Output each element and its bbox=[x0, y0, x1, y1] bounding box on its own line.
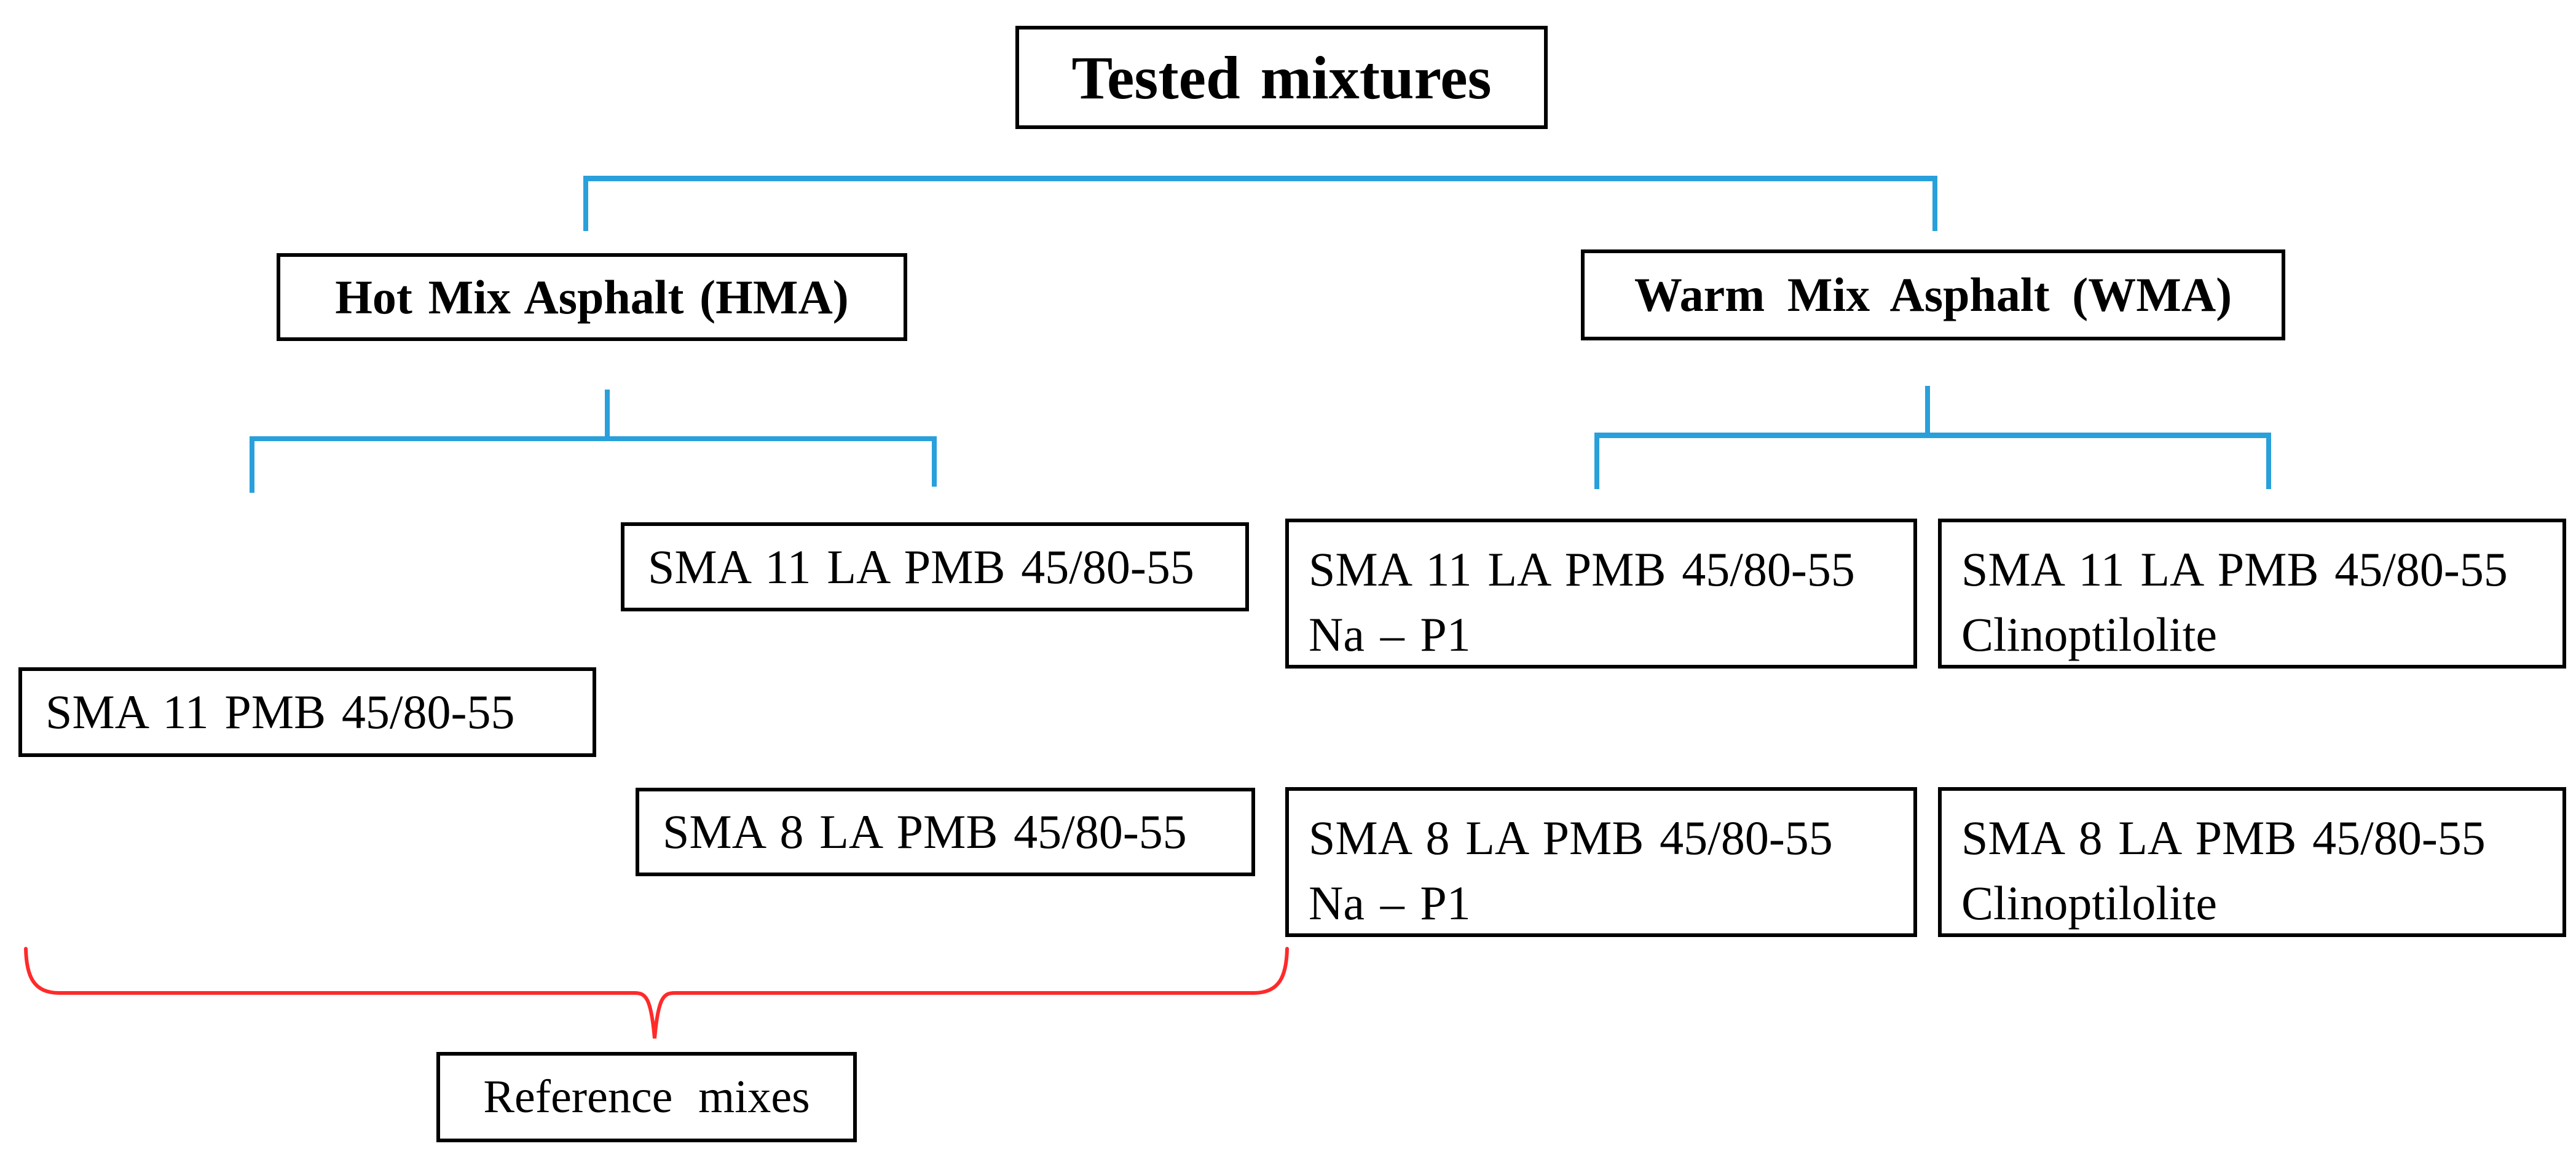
hma-bracket-horizontal-connector bbox=[250, 436, 937, 441]
branch-label-hma: Hot Mix Asphalt (HMA) bbox=[335, 270, 849, 324]
node-label: SMA 11 LA PMB 45/80-55 bbox=[648, 539, 1194, 594]
node-wma-sma11-la-pmb-clinoptilolite: SMA 11 LA PMB 45/80-55 Clinoptilolite bbox=[1938, 519, 2566, 669]
hma-bracket-right-drop-connector bbox=[932, 437, 937, 487]
top-bracket-left-drop-connector bbox=[583, 177, 588, 231]
node-label: SMA 11 PMB 45/80-55 bbox=[45, 685, 515, 739]
node-label-line1: SMA 11 LA PMB 45/80-55 bbox=[1961, 543, 2508, 596]
branch-label-wma: Warm Mix Asphalt (WMA) bbox=[1634, 268, 2232, 321]
branch-box-wma: Warm Mix Asphalt (WMA) bbox=[1581, 249, 2285, 340]
hma-bracket-left-drop-connector bbox=[250, 440, 254, 493]
top-bracket-horizontal-connector bbox=[583, 176, 1937, 181]
hma-bracket-stem-connector bbox=[605, 390, 610, 439]
node-wma-sma11-la-pmb-na-p1: SMA 11 LA PMB 45/80-55 Na – P1 bbox=[1285, 519, 1917, 669]
wma-bracket-right-drop-connector bbox=[2266, 435, 2271, 489]
reference-mixes-box: Reference mixes bbox=[436, 1052, 857, 1142]
wma-bracket-stem-connector bbox=[1925, 386, 1930, 435]
node-label-line1: SMA 11 LA PMB 45/80-55 bbox=[1309, 543, 1855, 596]
node-hma-sma11-la-pmb: SMA 11 LA PMB 45/80-55 bbox=[621, 522, 1249, 611]
title-box: Tested mixtures bbox=[1015, 26, 1548, 129]
brace-path bbox=[24, 947, 1289, 1039]
node-label-line1: SMA 8 LA PMB 45/80-55 bbox=[1961, 811, 2486, 865]
node-label: SMA 8 LA PMB 45/80-55 bbox=[663, 805, 1187, 858]
node-wma-sma8-la-pmb-clinoptilolite: SMA 8 LA PMB 45/80-55 Clinoptilolite bbox=[1938, 787, 2566, 937]
reference-mixes-label: Reference mixes bbox=[483, 1071, 810, 1123]
node-wma-sma8-la-pmb-na-p1: SMA 8 LA PMB 45/80-55 Na – P1 bbox=[1285, 787, 1917, 937]
node-hma-sma8-la-pmb: SMA 8 LA PMB 45/80-55 bbox=[636, 788, 1255, 876]
branch-box-hma: Hot Mix Asphalt (HMA) bbox=[277, 253, 907, 341]
node-hma-sma11-pmb: SMA 11 PMB 45/80-55 bbox=[18, 667, 596, 757]
wma-bracket-horizontal-connector bbox=[1594, 433, 2271, 438]
node-label-line2: Clinoptilolite bbox=[1961, 608, 2218, 661]
reference-mixes-brace bbox=[24, 947, 1289, 1039]
node-label-line2: Na – P1 bbox=[1309, 608, 1471, 661]
wma-bracket-left-drop-connector bbox=[1594, 435, 1599, 489]
node-label-line2: Clinoptilolite bbox=[1961, 876, 2218, 930]
node-label-line2: Na – P1 bbox=[1309, 876, 1471, 930]
top-bracket-right-drop-connector bbox=[1932, 177, 1937, 231]
node-label-line1: SMA 8 LA PMB 45/80-55 bbox=[1309, 811, 1833, 865]
diagram-title: Tested mixtures bbox=[1071, 43, 1492, 112]
